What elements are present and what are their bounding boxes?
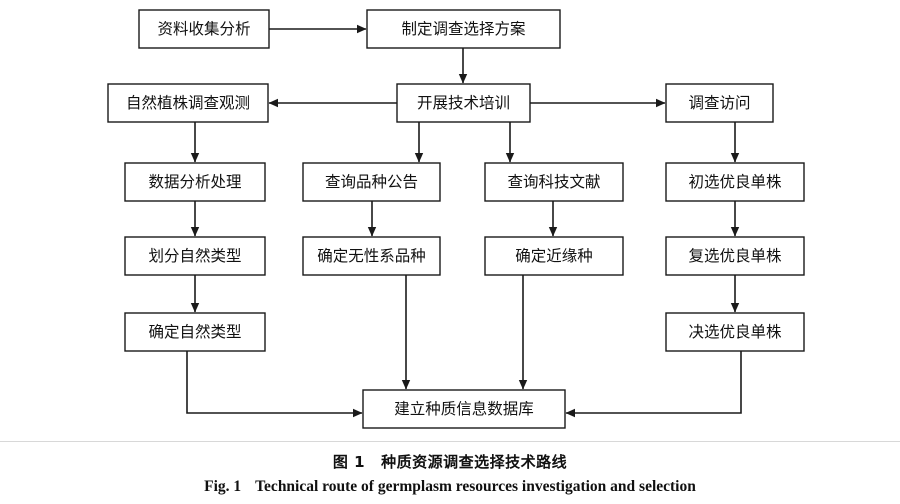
node-n13: 复选优良单株 (665, 236, 805, 276)
node-box (362, 389, 566, 429)
node-box (665, 312, 805, 352)
node-label: 数据分析处理 (148, 173, 241, 191)
node-n6: 数据分析处理 (124, 162, 266, 202)
node-label: 初选优良单株 (688, 173, 782, 191)
node-n11: 确定无性系品种 (302, 236, 441, 276)
node-n5: 调查访问 (665, 83, 774, 123)
node-n2: 制定调查选择方案 (366, 9, 561, 49)
node-box (484, 162, 624, 202)
edge-n15-to-n16 (565, 351, 742, 418)
node-box (138, 9, 270, 49)
node-n14: 确定自然类型 (124, 312, 266, 352)
node-n15: 决选优良单株 (665, 312, 805, 352)
node-n3: 自然植株调查观测 (107, 83, 269, 123)
node-n10: 划分自然类型 (124, 236, 266, 276)
node-label: 开展技术培训 (417, 94, 510, 112)
node-box (665, 162, 805, 202)
node-box (124, 162, 266, 202)
node-box (396, 83, 531, 123)
node-n1: 资料收集分析 (138, 9, 270, 49)
node-label: 决选优良单株 (688, 323, 782, 341)
node-label: 划分自然类型 (148, 247, 241, 265)
caption-divider (0, 441, 900, 442)
node-box (366, 9, 561, 49)
figure-title-cn: 种质资源调查选择技术路线 (381, 453, 568, 471)
edge-n14-to-n16 (186, 351, 363, 418)
node-n16: 建立种质信息数据库 (362, 389, 566, 429)
node-n4: 开展技术培训 (396, 83, 531, 123)
node-box (484, 236, 624, 276)
node-n8: 查询科技文献 (484, 162, 624, 202)
node-n9: 初选优良单株 (665, 162, 805, 202)
figure-caption-cn: 图 1 种质资源调查选择技术路线 (0, 451, 900, 472)
node-label: 自然植株调查观测 (126, 94, 250, 112)
node-n12: 确定近缘种 (484, 236, 624, 276)
node-label: 建立种质信息数据库 (394, 400, 534, 418)
figure-number-cn: 图 1 (332, 453, 366, 471)
node-label: 查询品种公告 (325, 173, 418, 191)
node-box (302, 236, 441, 276)
node-n7: 查询品种公告 (302, 162, 441, 202)
node-label: 确定近缘种 (515, 247, 593, 265)
figure-number-en: Fig. 1 (204, 478, 242, 495)
node-box (124, 312, 266, 352)
node-label: 确定自然类型 (148, 323, 241, 341)
edges-layer (186, 24, 742, 418)
node-label: 制定调查选择方案 (401, 20, 526, 38)
node-box (665, 236, 805, 276)
figure-caption-en: Fig. 1 Technical route of germplasm resou… (0, 478, 900, 496)
node-label: 查询科技文献 (507, 173, 600, 191)
node-box (124, 236, 266, 276)
node-box (107, 83, 269, 123)
node-label: 复选优良单株 (688, 247, 782, 265)
node-label: 确定无性系品种 (317, 247, 426, 265)
node-box (665, 83, 774, 123)
node-label: 资料收集分析 (157, 20, 250, 38)
node-label: 调查访问 (688, 94, 750, 112)
figure-title-en: Technical route of germplasm resources i… (255, 478, 696, 495)
node-box (302, 162, 441, 202)
